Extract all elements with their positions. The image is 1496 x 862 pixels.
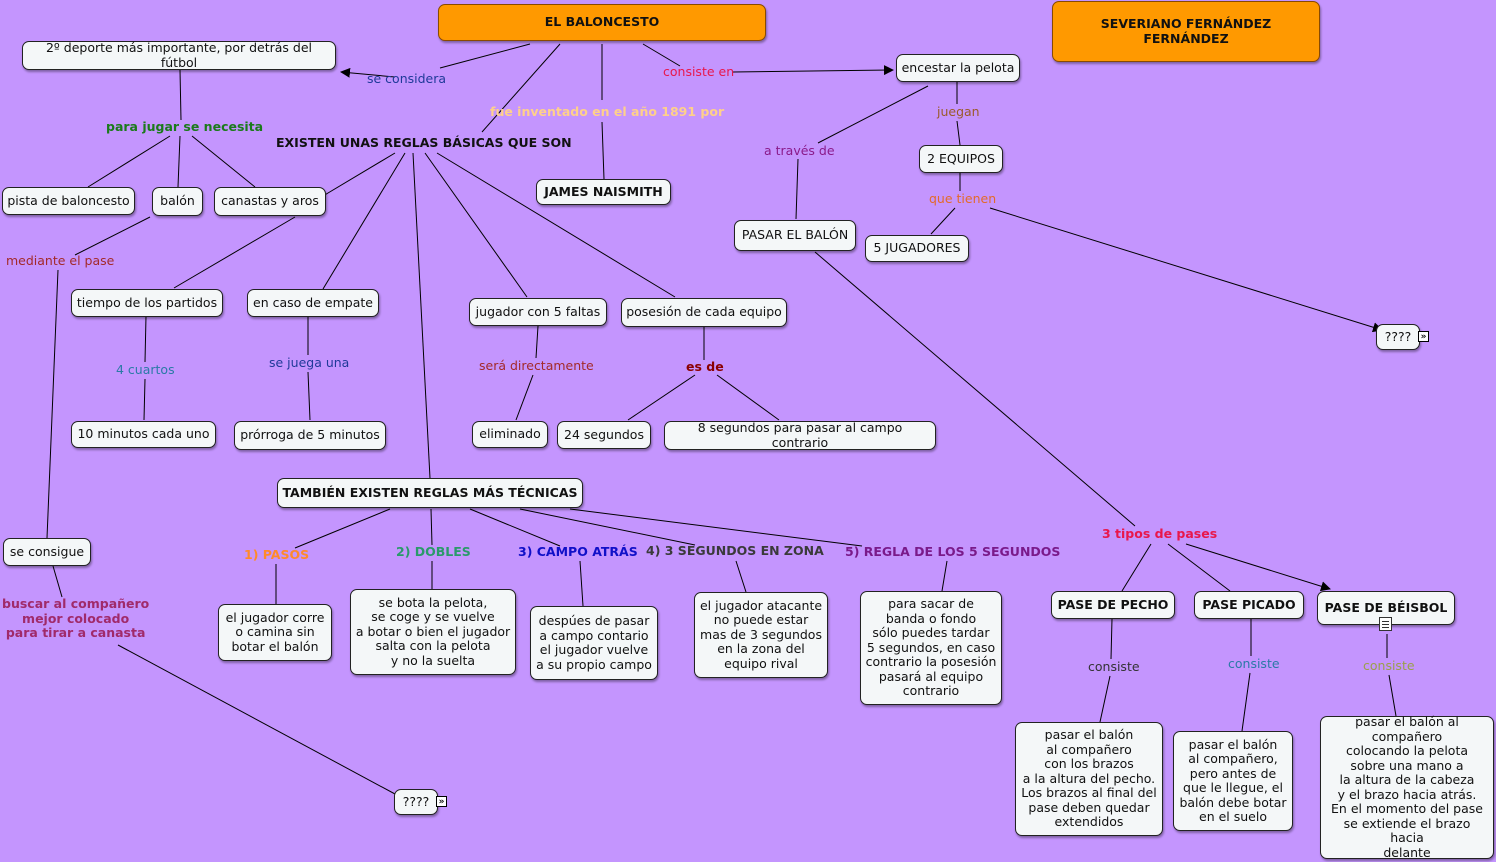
map-title[interactable]: EL BALONCESTO (438, 4, 766, 41)
rule-regla-5-segundos: 5) REGLA DE LOS 5 SEGUNDOS (845, 544, 1061, 559)
rule-3-segundos: 4) 3 SEGUNDOS EN ZONA (646, 543, 824, 558)
concept-tiempo[interactable]: tiempo de los partidos (71, 289, 223, 317)
link-mediante-el-pase: mediante el pase (6, 253, 115, 268)
concept-unknown-top[interactable]: ???? (1376, 324, 1420, 350)
concept-pase-picado[interactable]: PASE PICADO (1194, 591, 1304, 619)
concept-posesion[interactable]: posesión de cada equipo (621, 298, 787, 327)
link-consiste-picado: consiste (1228, 656, 1280, 671)
concept-deporte[interactable]: 2º deporte más importante, por detrás de… (22, 40, 336, 70)
link-se-juega-una: se juega una (269, 355, 350, 370)
desc-pase-pecho[interactable]: pasar el balón al compañero con los braz… (1015, 722, 1163, 836)
concept-se-consigue[interactable]: se consigue (3, 538, 91, 566)
concept-james-naismith[interactable]: JAMES NAISMITH (536, 179, 671, 205)
concept-prorroga[interactable]: prórroga de 5 minutos (234, 421, 386, 450)
link-a-traves-de: a través de (764, 143, 835, 158)
concept-8-segundos[interactable]: 8 segundos para pasar al campo contrario (664, 420, 936, 450)
concept-2-equipos[interactable]: 2 EQUIPOS (919, 145, 1003, 173)
desc-3-segundos[interactable]: el jugador atacante no puede estar mas d… (694, 592, 828, 678)
desc-dobles[interactable]: se bota la pelota, se coge y se vuelve a… (350, 589, 516, 675)
desc-pase-beisbol[interactable]: pasar el balón al compañero colocando la… (1320, 714, 1494, 859)
link-para-jugar: para jugar se necesita (106, 119, 264, 134)
desc-campo-atras[interactable]: despúes de pasar a campo contario el jug… (530, 606, 658, 680)
concept-reglas-tecnicas[interactable]: TAMBIÉN EXISTEN REGLAS MÁS TÉCNICAS (277, 478, 583, 508)
concept-10-minutos[interactable]: 10 minutos cada uno (71, 421, 216, 448)
concept-5-jugadores[interactable]: 5 JUGADORES (865, 235, 969, 262)
concept-eliminado[interactable]: eliminado (472, 421, 548, 448)
link-que-tienen: que tienen (929, 191, 997, 206)
rule-dobles: 2) DOBLES (396, 544, 471, 559)
concept-canastas[interactable]: canastas y aros (214, 187, 326, 216)
concept-faltas[interactable]: jugador con 5 faltas (469, 298, 607, 326)
link-reglas-basicas: EXISTEN UNAS REGLAS BÁSICAS QUE SON (276, 135, 572, 150)
concept-pase-pecho[interactable]: PASE DE PECHO (1051, 591, 1175, 619)
link-es-de: es de (686, 359, 724, 374)
link-consiste-beisbol: consiste (1363, 658, 1415, 673)
link-buscar-companero: buscar al compañero mejor colocado para … (2, 596, 150, 640)
link-se-considera: se considera (367, 71, 447, 86)
link-consiste-pecho: consiste (1088, 659, 1140, 674)
expand-icon[interactable]: » (1418, 331, 1429, 342)
desc-pasos[interactable]: el jugador corre o camina sin botar el b… (218, 604, 332, 661)
rule-campo-atras: 3) CAMPO ATRÁS (518, 544, 638, 559)
expand-icon[interactable]: » (436, 796, 447, 807)
desc-pase-picado[interactable]: pasar el balón al compañero, pero antes … (1173, 731, 1293, 831)
concept-pista[interactable]: pista de baloncesto (2, 187, 135, 215)
link-3-tipos-de-pases: 3 tipos de pases (1102, 526, 1218, 541)
author-name[interactable]: SEVERIANO FERNÁNDEZ FERNÁNDEZ (1052, 1, 1320, 62)
link-sera-directamente: será directamente (479, 358, 594, 373)
concept-encestar[interactable]: encestar la pelota (896, 54, 1020, 82)
concept-24-segundos[interactable]: 24 segundos (557, 421, 651, 449)
desc-regla-5[interactable]: para sacar de banda o fondo sólo puedes … (860, 591, 1002, 705)
link-consiste-en: consiste en (663, 64, 735, 79)
concept-pasar-balon[interactable]: PASAR EL BALÓN (734, 220, 856, 251)
link-4-cuartos: 4 cuartos (116, 362, 175, 377)
link-juegan: juegan (937, 104, 980, 119)
link-fue-inventado: fue inventado en el año 1891 por (490, 104, 725, 119)
concept-unknown-bottom[interactable]: ???? (394, 789, 438, 815)
concept-empate[interactable]: en caso de empate (247, 289, 379, 317)
concept-balon[interactable]: balón (152, 187, 203, 216)
rule-pasos: 1) PASOS (244, 547, 310, 562)
note-icon[interactable] (1379, 617, 1392, 631)
